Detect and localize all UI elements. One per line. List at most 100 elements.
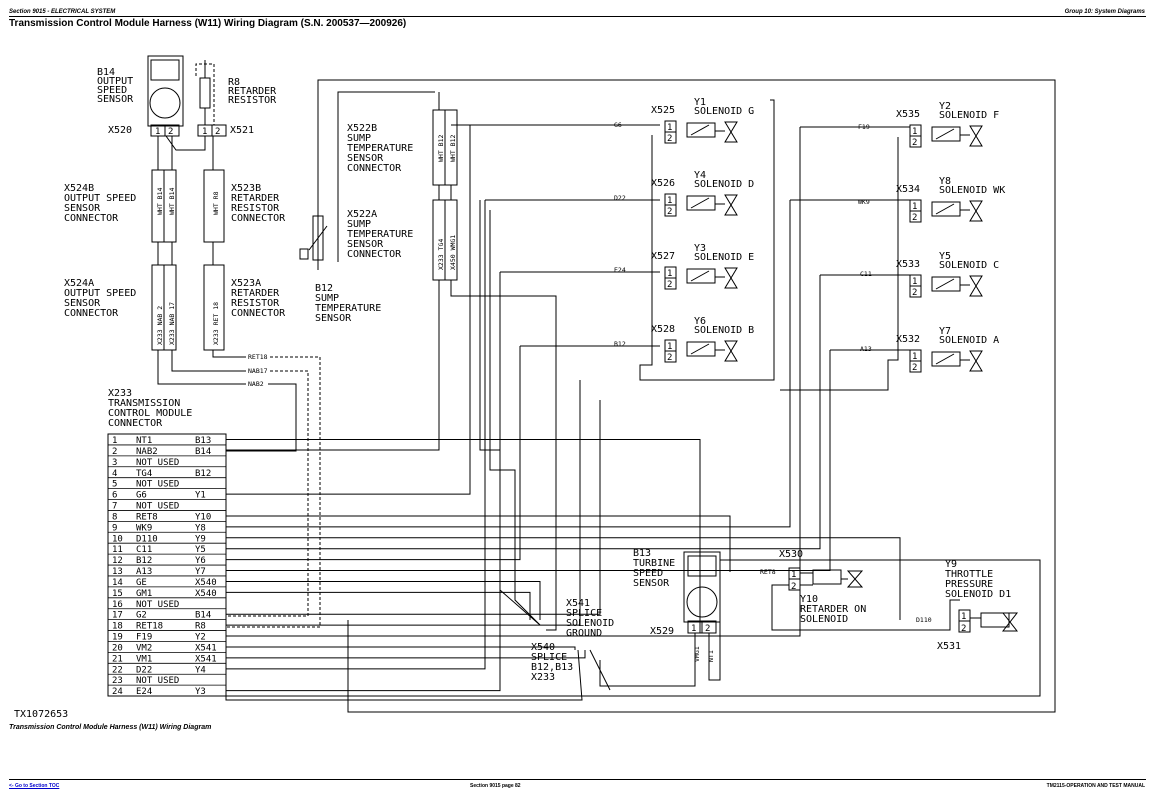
x522a-label-line-2: SUMP [347,219,371,230]
x530-pin-2: 2 [791,582,796,592]
coil-winding [690,124,710,136]
y5-id: Y5 [939,251,951,262]
header-rule [9,16,1146,17]
coil-winding [935,353,955,365]
pin-number-13: 13 [112,567,123,577]
y3-coil [686,268,716,284]
x233-label-line-4: CONNECTOR [108,418,163,429]
pin-number-9: 9 [112,523,117,533]
x528-label: X528 [651,324,675,335]
y4-name: SOLENOID D [694,179,754,190]
x533-pin-2: 2 [912,288,917,298]
x524a-label-line-2: OUTPUT SPEED [64,288,136,299]
figure-caption: Transmission Control Module Harness (W11… [9,724,212,731]
x526-pin-2: 2 [667,207,672,217]
x530-pin-1: 1 [791,570,796,580]
x524b-label-line-1: X524B [64,183,94,194]
harness-frame-outer [317,79,1056,713]
wire-tag-ret8: RET8 [760,568,776,576]
pin-number-16: 16 [112,600,123,610]
y5-name: SOLENOID C [939,260,999,271]
pin-wire-10: D110 [136,534,158,544]
x233-label-line-2: TRANSMISSION [108,398,180,409]
y9-label-line-2: THROTTLE [945,569,993,580]
b12-sensor-body [312,215,324,261]
pin-number-12: 12 [112,556,123,566]
x522a-wire-2: X450 WMG1 [449,235,457,270]
pin-number-17: 17 [112,611,123,621]
x528-pin-2: 2 [667,353,672,363]
harness-wires [226,99,910,692]
harness-frame-inner [337,91,435,262]
x534-pin-1: 1 [912,202,917,212]
y1-name: SOLENOID G [694,106,754,117]
wire-pin-18 [226,380,581,626]
x522a-wire-1: X233 TG4 [437,239,445,270]
b12-label-line-3: TEMPERATURE [315,303,381,314]
x523b-label-line-2: RETARDER [231,193,280,204]
wire-tag-e24: E24 [614,266,626,274]
x532-pin-2: 2 [912,363,917,373]
pin-wire-2: NAB2 [136,447,158,457]
x522a-label-line-3: TEMPERATURE [347,229,413,240]
footer-toc[interactable]: <- Go to Section TOC [9,783,59,789]
y7-id: Y7 [939,326,951,337]
y10-coil [812,569,842,585]
figure-id: TX1072653 [14,709,68,720]
pin-number-8: 8 [112,512,117,522]
go-to-section-toc-link[interactable]: <- Go to Section TOC [9,783,60,789]
b14-sensor-window [150,59,180,81]
pin-number-24: 24 [112,687,123,697]
y6-coil [686,341,716,357]
x540-label-line-2: SPLICE [531,652,567,663]
x233-label-line-1: X233 [108,388,132,399]
x523a-label-line-3: RESISTOR [231,298,280,309]
b14-label-line-1: B14 [97,67,115,78]
footer-rule [9,779,1146,780]
x522a-label-line-1: X522A [347,209,377,220]
y7-name: SOLENOID A [939,335,999,346]
x524a-label-line-1: X524A [64,278,94,289]
x521-pin-2: 2 [215,127,220,137]
wire-left-return [639,99,775,381]
pin-number-10: 10 [112,534,123,544]
wire-pin-14 [226,580,541,620]
y1-id: Y1 [694,97,706,108]
wire-pin-22 [226,200,486,670]
wire-pin-10 [226,537,901,620]
pin-dest-13: Y7 [195,567,206,577]
x529-pin-2: 2 [705,624,710,634]
x522b-label-line-3: TEMPERATURE [347,143,413,154]
pin-wire-14: GE [136,578,147,588]
x529-wire-1: VMG1 [693,646,701,662]
x535-label: X535 [896,109,920,120]
b12-label-line-1: B12 [315,283,333,294]
y2-id: Y2 [939,101,951,112]
r8-label-line-2: RETARDER [228,86,277,97]
b14-label-line-2: OUTPUT [97,76,133,87]
wire-pin-15 [226,591,531,620]
wire-pin-8 [226,515,731,572]
y5-coil [931,276,961,292]
x524b-wire-2: WHT B14 [168,188,176,215]
b14-sensor-body [147,55,184,127]
x540-label-line-1: X540 [531,642,555,653]
coil-winding [935,128,955,140]
b14-sensor-head [149,87,181,119]
pin-number-2: 2 [112,447,117,457]
x541-label-line-4: GROUND [566,628,602,639]
pin-dest-4: B12 [195,469,211,479]
x520-label: X520 [108,125,132,136]
wire-pin-20 [226,646,576,650]
x522b-wire-1: WHT B12 [437,135,445,162]
r8-label-line-1: R8 [228,77,240,88]
x522b-label-line-5: CONNECTOR [347,163,402,174]
pin-dest-22: Y4 [195,665,206,675]
x522b-label-line-1: X522B [347,123,377,134]
b13-label-line-2: TURBINE [633,558,675,569]
pin-number-5: 5 [112,480,117,490]
x524a-label-line-3: SENSOR [64,298,101,309]
b13-sensor-window [687,555,717,577]
